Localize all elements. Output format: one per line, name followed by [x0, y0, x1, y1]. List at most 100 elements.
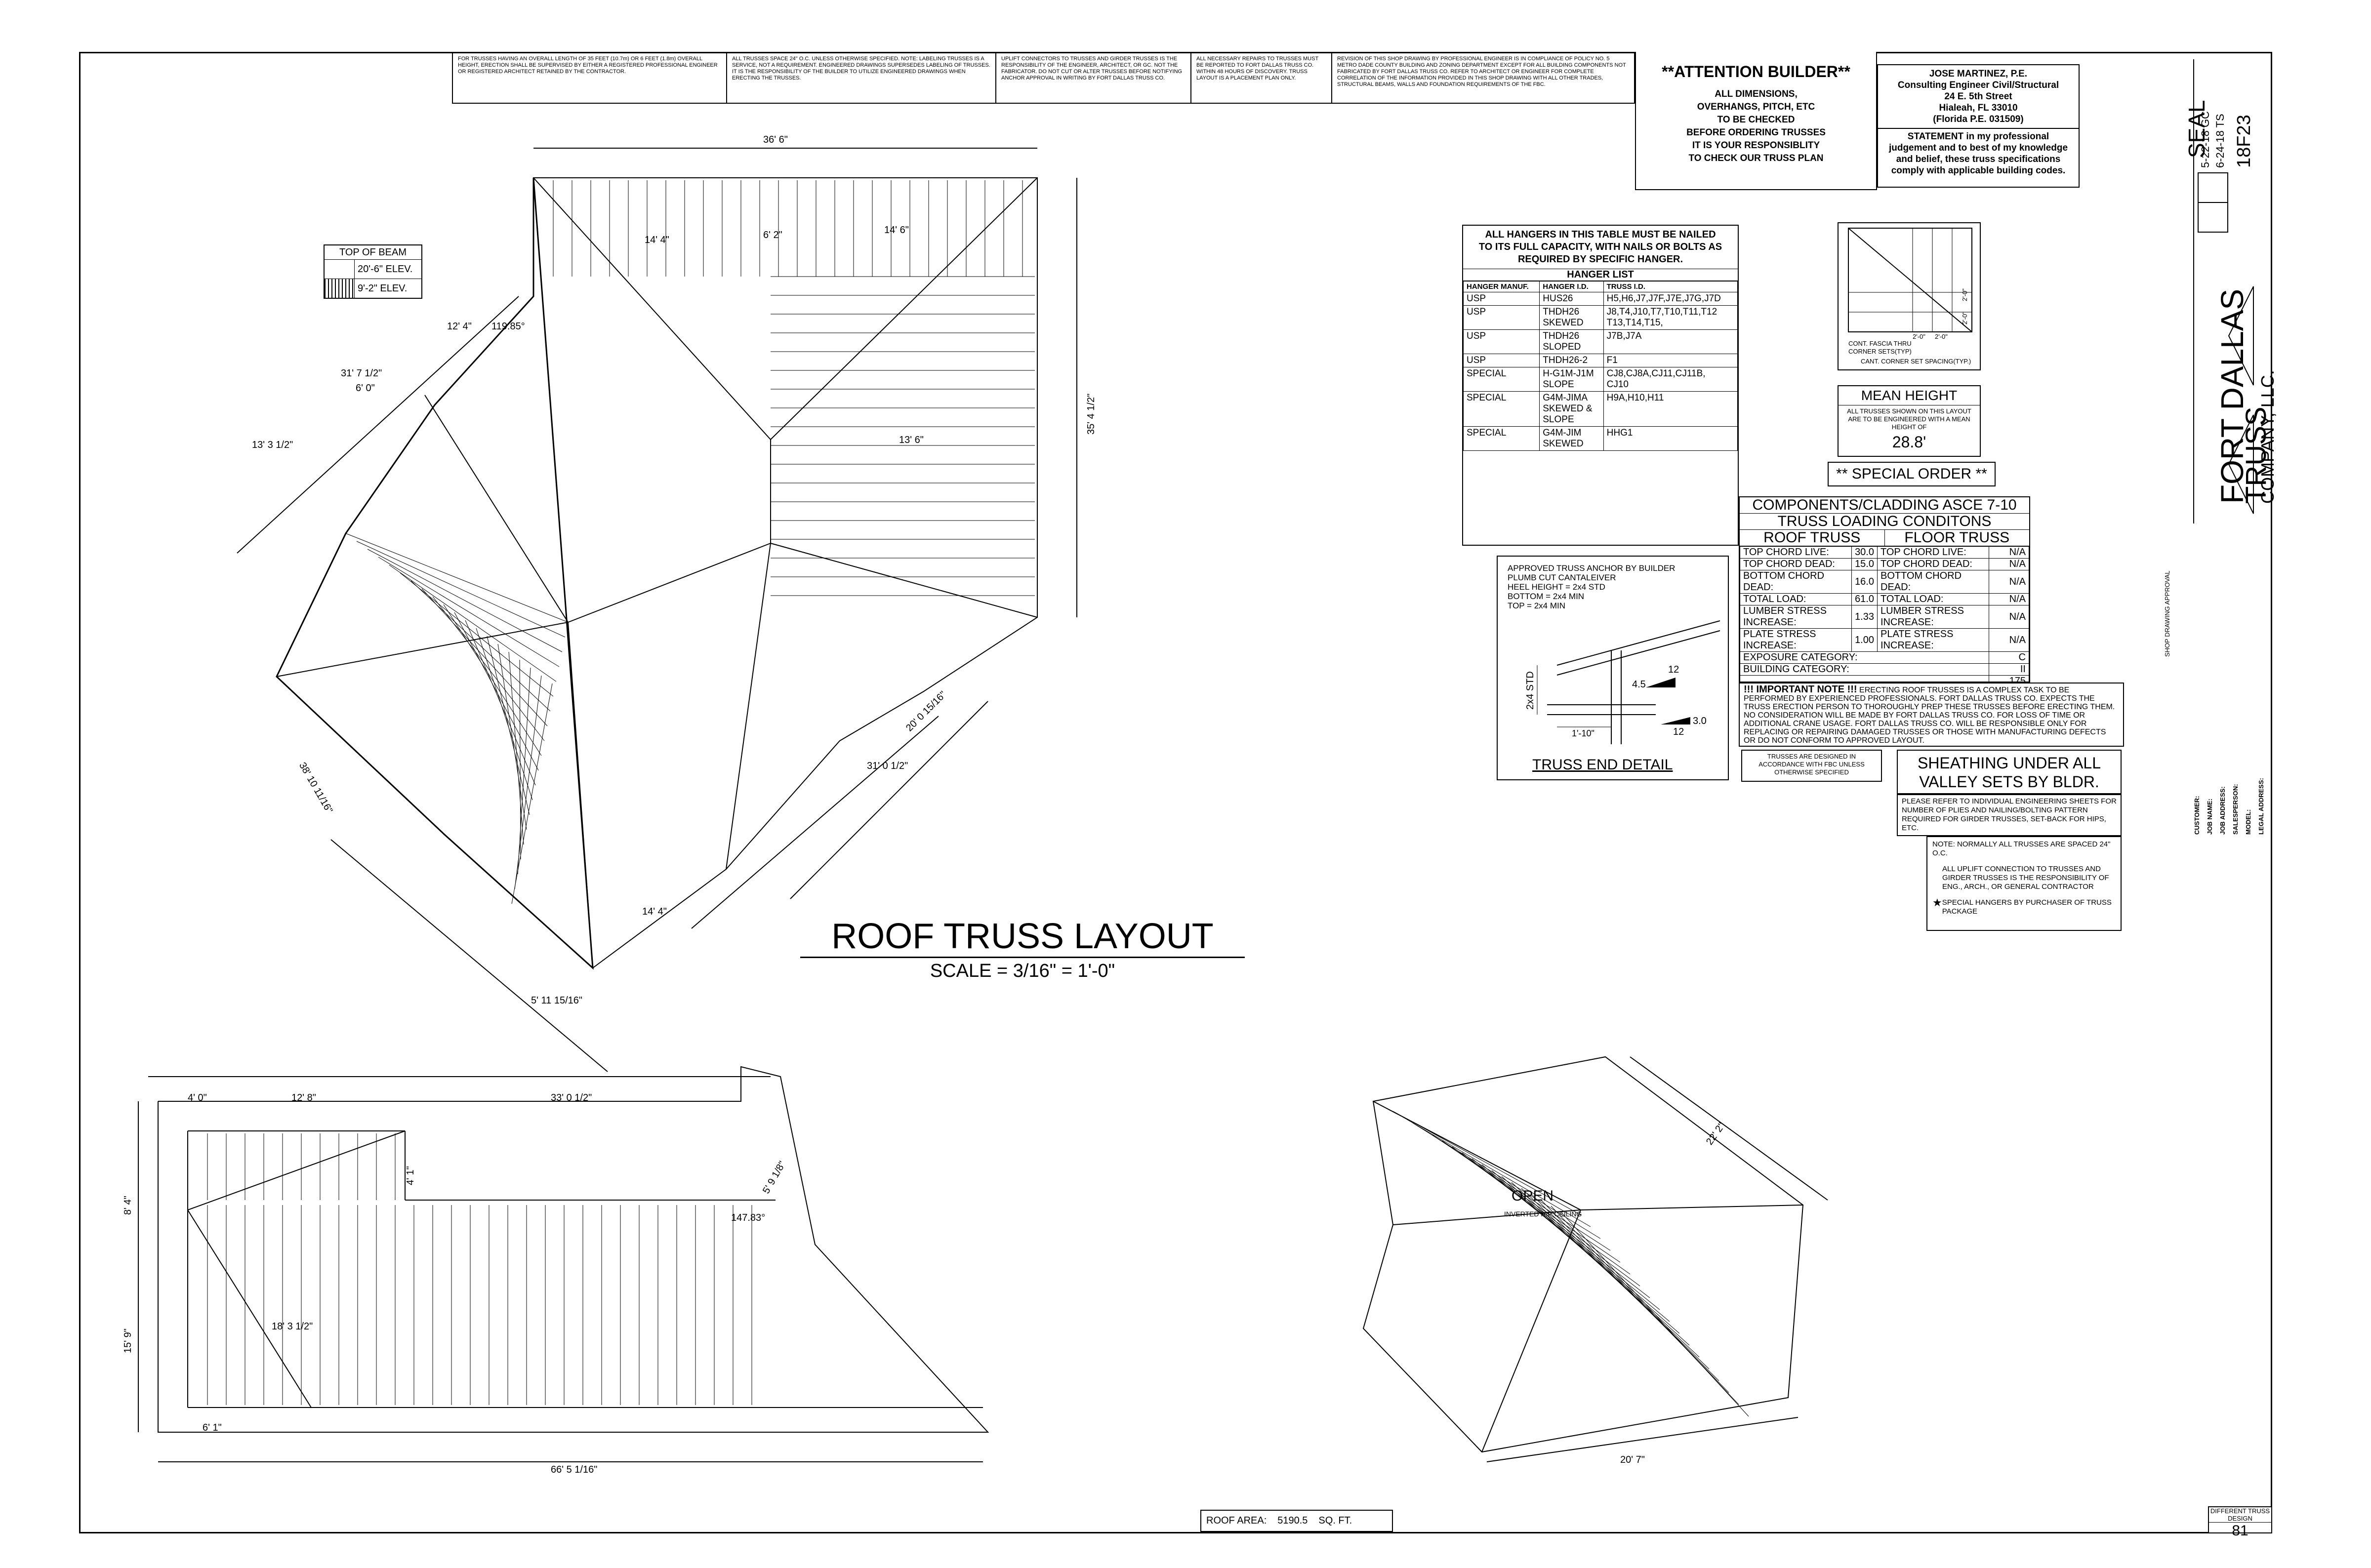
dim-label: 6' 0" [356, 383, 375, 394]
corner-detail-box: 2'-0" 2'-0" 2'-0" 2'-0" CONT. FASCIA THR… [1838, 222, 1981, 370]
dim-label: 6' 2" [763, 230, 782, 241]
fbc-note: TRUSSES ARE DESIGNED IN ACCORDANCE WITH … [1741, 750, 1882, 782]
dim-label: 12' 4" [447, 321, 472, 332]
overhang-label: 1'-10" [1572, 728, 1594, 738]
roof-area-unit: SQ. FT. [1318, 1515, 1352, 1526]
note-repairs: ALL NECESSARY REPAIRS TO TRUSSES MUST BE… [1190, 52, 1331, 104]
beam-legend: TOP OF BEAM 20'-6" ELEV. 9'-2" ELEV. [324, 244, 422, 299]
hanger-cell: H9A,H10,H11 [1603, 391, 1738, 427]
hanger-cell: USP [1463, 305, 1540, 330]
engineer-box: JOSE MARTINEZ, P.E. Consulting Engineer … [1877, 64, 2080, 188]
engineer-line: Consulting Engineer Civil/Structural [1897, 80, 2059, 90]
dim-label: 33' 0 1/2" [551, 1092, 592, 1103]
important-title: !!! IMPORTANT NOTE !!! [1744, 684, 1857, 695]
hanger-cell: H-G1M-J1M SLOPE [1539, 367, 1604, 392]
dim-label: 13' 6" [899, 435, 924, 445]
attention-line: OVERHANGS, PITCH, ETC [1697, 102, 1815, 112]
loading-cell: LUMBER STRESS INCREASE: [1877, 605, 1990, 629]
attention-line: IT IS YOUR RESPONSIBLITY [1692, 140, 1820, 151]
important-text: ERECTING ROOF TRUSSES IS A COMPLEX TASK … [1744, 686, 2115, 745]
dim-label: 14' 4" [645, 235, 669, 245]
mean-height-title: MEAN HEIGHT [1839, 386, 1980, 405]
engineer-line: 24 E. 5th Street [1944, 91, 2012, 102]
hanger-cell: J7B,J7A [1603, 329, 1738, 354]
loading-cell: 1.33 [1851, 605, 1878, 629]
floor-truss-heading: FLOOR TRUSS [1904, 529, 2010, 546]
attention-line: TO BE CHECKED [1717, 115, 1795, 125]
hanger-cell: G4M-JIM SKEWED [1539, 426, 1604, 451]
corner-detail-drawing [1848, 228, 1972, 332]
hanger-cell: USP [1463, 292, 1540, 306]
dim-label: 8' 4" [123, 1196, 133, 1215]
hanger-cell: F1 [1603, 354, 1738, 367]
loading-title-2: TRUSS LOADING CONDITONS [1740, 514, 2029, 530]
engineer-line: (Florida P.E. 031509) [1933, 114, 2024, 124]
corner-dim: 2'-0" [1935, 333, 1948, 340]
mean-height-box: MEAN HEIGHT ALL TRUSSES SHOWN ON THIS LA… [1838, 385, 1981, 457]
pitch-label: 12 [1668, 664, 1679, 675]
refer-note: PLEASE REFER TO INDIVIDUAL ENGINEERING S… [1897, 794, 2122, 836]
end-detail-line: HEEL HEIGHT = 2x4 STD [1508, 582, 1605, 592]
hanger-cell: THDH26 SKEWED [1539, 305, 1604, 330]
roof-area-label: ROOF AREA: [1206, 1515, 1267, 1526]
dim-label: 5' 11 15/16" [531, 995, 582, 1006]
corner-note: CORNER SETS(TYP) [1848, 348, 1912, 355]
dim-label: 6' 1" [203, 1422, 222, 1433]
dim-label: 18' 3 1/2" [272, 1321, 313, 1332]
important-note: !!! IMPORTANT NOTE !!! ERECTING ROOF TRU… [1739, 683, 2124, 747]
engineer-statement: STATEMENT in my professional judgement a… [1878, 128, 2079, 178]
loading-table-box: COMPONENTS/CLADDING ASCE 7-10 TRUSS LOAD… [1739, 496, 2030, 723]
attention-line: BEFORE ORDERING TRUSSES [1686, 127, 1826, 138]
sheet-number-box: DIFFERENT TRUSS DESIGN 81 [2208, 1506, 2272, 1539]
roof-area-value: 5190.5 [1277, 1515, 1308, 1526]
note-uplift: UPLIFT CONNECTORS TO TRUSSES AND GIRDER … [995, 52, 1190, 104]
loading-cell: N/A [1989, 605, 2029, 629]
corner-note: CONT. FASCIA THRU [1848, 340, 1912, 347]
loading-cell: BOTTOM CHORD DEAD: [1739, 570, 1852, 594]
note-spacing-24: NOTE: NORMALLY ALL TRUSSES ARE SPACED 24… [1932, 840, 2111, 857]
beam-elev-2: 9'-2" ELEV. [358, 282, 408, 294]
star-icon: ★ [1932, 896, 1942, 909]
loading-cell: II [1989, 663, 2029, 676]
note-spacing: ALL TRUSSES SPACE 24" O.C. UNLESS OTHERW… [726, 52, 995, 104]
page-title: ROOF TRUSS LAYOUT [831, 917, 1214, 956]
end-detail-line: BOTTOM = 2x4 MIN [1508, 592, 1585, 601]
dim-label: 12' 8" [291, 1092, 316, 1103]
dim-label: 36' 6" [763, 134, 788, 145]
end-detail-line: TOP = 2x4 MIN [1508, 601, 1565, 610]
roof-area-box: ROOF AREA: 5190.5 SQ. FT. [1200, 1510, 1393, 1532]
corner-dim: 2'-0" [1913, 333, 1925, 340]
loading-cell: 30.0 [1851, 546, 1878, 559]
general-notes: NOTE: NORMALLY ALL TRUSSES ARE SPACED 24… [1926, 836, 2122, 931]
sheet-border [79, 52, 2272, 1533]
loading-cell: N/A [1989, 570, 2029, 594]
attention-builder-box: **ATTENTION BUILDER** ALL DIMENSIONS, OV… [1635, 52, 1877, 190]
loading-cell: TOP CHORD DEAD: [1877, 558, 1990, 570]
loading-cell: LUMBER STRESS INCREASE: [1739, 605, 1852, 629]
hanger-table-box: ALL HANGERS IN THIS TABLE MUST BE NAILED… [1462, 225, 1739, 546]
engineer-name: JOSE MARTINEZ, P.E. [1929, 69, 2028, 79]
hanger-header: ALL HANGERS IN THIS TABLE MUST BE NAILED… [1463, 226, 1738, 269]
loading-cell: 1.00 [1851, 628, 1878, 652]
pitch-label: 3.0 [1693, 716, 1707, 726]
note-uplift-resp: ALL UPLIFT CONNECTION TO TRUSSES AND GIR… [1942, 865, 2109, 891]
beam-legend-title: TOP OF BEAM [325, 245, 421, 260]
dim-label: 20' 7" [1620, 1454, 1645, 1465]
note-special-hangers: SPECIAL HANGERS BY PURCHASER OF TRUSS PA… [1942, 898, 2112, 916]
dim-label: 13' 3 1/2" [252, 440, 293, 450]
sheet-number: 81 [2232, 1523, 2248, 1539]
end-detail-line: APPROVED TRUSS ANCHOR BY BUILDER [1508, 563, 1676, 573]
layout-scale: SCALE = 3/16" = 1'-0" [930, 961, 1115, 981]
attention-line: ALL DIMENSIONS, [1715, 89, 1798, 99]
dim-label: 35' 4 1/2" [1086, 393, 1097, 435]
company-logo-icon [2198, 172, 2273, 523]
dim-label: 66' 5 1/16" [551, 1464, 598, 1475]
hanger-col: HANGER I.D. [1539, 281, 1604, 292]
